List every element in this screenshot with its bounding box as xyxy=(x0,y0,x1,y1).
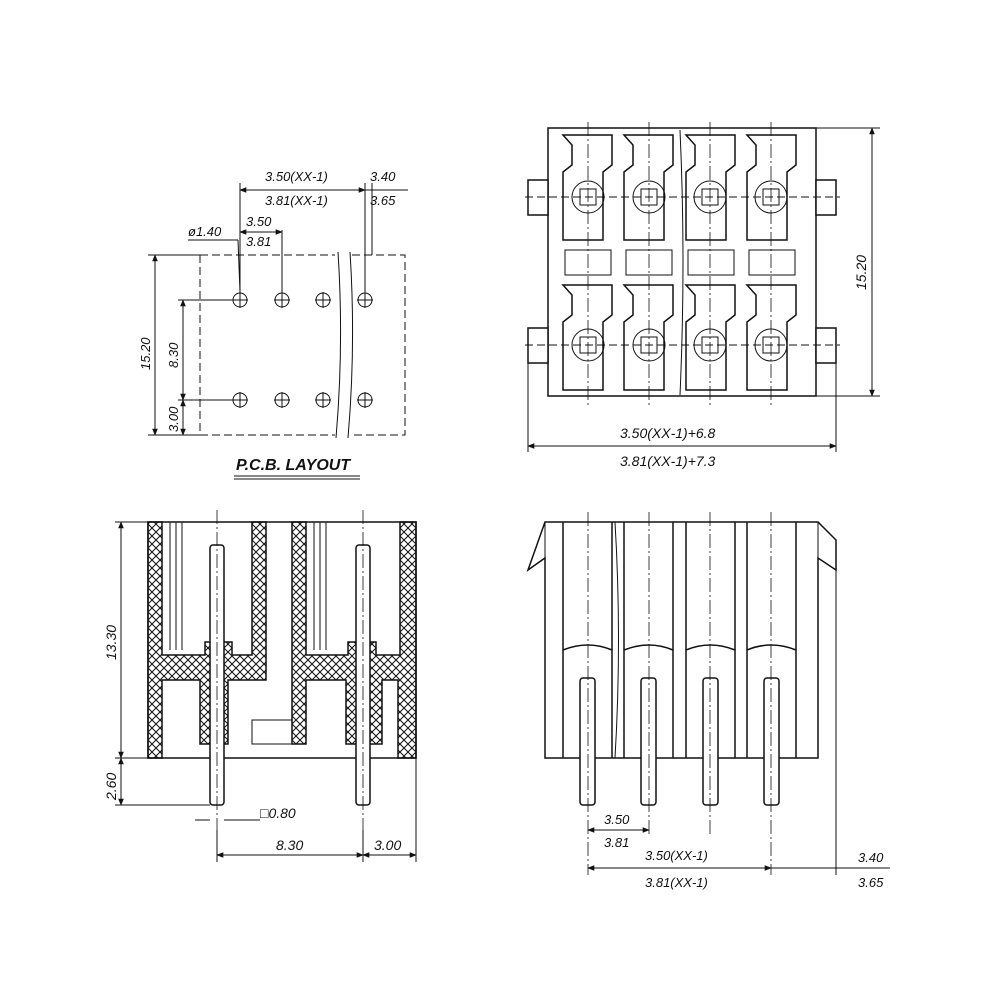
top-view-windows xyxy=(564,249,796,276)
front-view-end-b: 3.65 xyxy=(858,875,884,890)
front-view: 3.50 3.81 3.50(XX-1) 3.81(XX-1) 3.40 3.6… xyxy=(526,512,890,890)
top-view-width-b: 3.81(XX-1)+7.3 xyxy=(620,453,716,469)
pcb-row-spacing: 8.30 xyxy=(166,342,181,368)
pcb-height-total: 15.20 xyxy=(138,337,153,370)
pcb-pitch-total-a: 3.50(XX-1) xyxy=(265,169,328,184)
side-view-offset: 3.00 xyxy=(374,837,401,853)
front-view-span-b: 3.81(XX-1) xyxy=(645,875,708,890)
pcb-layout-view: 3.50(XX-1) 3.81(XX-1) 3.40 3.65 3.50 3.8… xyxy=(138,169,408,480)
pcb-end-b: 3.65 xyxy=(370,193,396,208)
side-view: 13.30 2.60 □0.80 8.30 3.00 xyxy=(103,510,417,862)
pcb-hole-diameter: ø1.40 xyxy=(188,224,222,239)
pcb-pitch-total-b: 3.81(XX-1) xyxy=(265,193,328,208)
pcb-pitch-a: 3.50 xyxy=(246,214,272,229)
pcb-bottom-offset: 3.00 xyxy=(166,406,181,432)
pcb-end-a: 3.40 xyxy=(370,169,396,184)
side-view-row-spacing: 8.30 xyxy=(276,837,303,853)
front-view-span-a: 3.50(XX-1) xyxy=(645,848,708,863)
pcb-holes xyxy=(232,292,373,408)
front-view-pins xyxy=(579,677,780,806)
front-view-end-a: 3.40 xyxy=(858,850,884,865)
front-view-pitch-a: 3.50 xyxy=(604,812,630,827)
side-view-section-hatch xyxy=(147,521,417,759)
pcb-pitch-b: 3.81 xyxy=(246,234,271,249)
pcb-layout-title: P.C.B. LAYOUT xyxy=(236,457,351,474)
side-view-pin-length: 2.60 xyxy=(103,773,119,801)
top-view-height: 15.20 xyxy=(853,255,869,290)
front-view-pitch-b: 3.81 xyxy=(604,835,629,850)
side-view-pin-square: □0.80 xyxy=(260,805,296,821)
top-view-width-a: 3.50(XX-1)+6.8 xyxy=(620,425,716,441)
side-view-height: 13.30 xyxy=(103,625,119,660)
top-view: 15.20 3.50(XX-1)+6.8 3.81(XX-1)+7.3 xyxy=(525,122,880,469)
